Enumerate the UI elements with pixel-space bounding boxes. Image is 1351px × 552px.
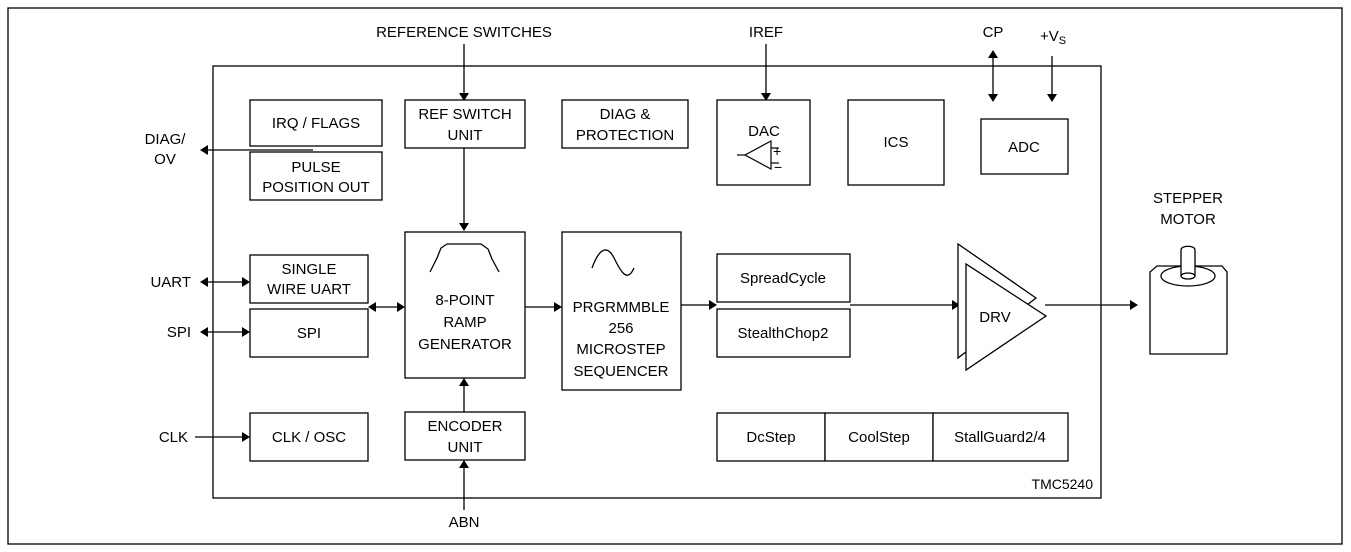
interface-ramp-arrow-left <box>368 302 376 312</box>
dcstep-label: DcStep <box>746 429 795 446</box>
dcstep-block <box>716 412 826 462</box>
single-wire-uart-block <box>249 254 369 304</box>
spi-arrow-left <box>200 327 208 337</box>
coolstep-label: CoolStep <box>848 429 910 446</box>
stallguard-label: StallGuard2/4 <box>954 429 1046 446</box>
drv-label: DRV <box>979 309 1010 326</box>
spreadcycle-block <box>716 253 851 303</box>
drv-front-triangle <box>965 262 1048 372</box>
encoder-unit-block <box>404 411 526 461</box>
sequencer-label-1: PRGRMMBLE <box>573 299 670 316</box>
spi-label: SPI <box>167 324 191 341</box>
vs-label: +VS <box>1040 28 1066 47</box>
encoder-unit-label-1: ENCODER <box>427 418 502 435</box>
dac-plus-sign: + <box>773 143 781 159</box>
adc-label: ADC <box>1008 139 1040 156</box>
clk-arrowhead <box>242 432 250 442</box>
vs-arrow-down <box>1047 94 1057 102</box>
cp-arrow-down <box>988 94 998 102</box>
ics-block <box>847 99 945 186</box>
dac-block <box>716 99 811 186</box>
sine-wave-icon <box>591 249 635 276</box>
refswitch-ramp-arrowhead <box>459 223 469 231</box>
sequencer-label-3: MICROSTEP <box>576 341 665 358</box>
adc-block <box>980 118 1069 175</box>
stepper-motor-icon <box>1149 245 1228 355</box>
iref-arrowhead <box>761 93 771 101</box>
microstep-sequencer-block <box>561 231 682 391</box>
ref-switch-block <box>404 99 526 149</box>
stepper-motor-label-1: STEPPER <box>1153 190 1223 207</box>
ramp-profile-icon <box>429 243 500 273</box>
ref-switch-label-1: REF SWITCH <box>418 106 511 123</box>
diag-protection-block <box>561 99 689 149</box>
stealthchop-block <box>716 308 851 358</box>
clk-label: CLK <box>159 429 188 446</box>
chopper-drv-arrowhead <box>952 300 960 310</box>
ramp-generator-label-3: GENERATOR <box>418 336 512 353</box>
seq-chopper-arrowhead <box>709 300 717 310</box>
diag-protection-label-2: PROTECTION <box>576 127 674 144</box>
pulse-position-label-1: PULSE <box>291 159 340 176</box>
sequencer-label-2: 256 <box>608 320 633 337</box>
sequencer-label-4: SEQUENCER <box>573 363 668 380</box>
uart-arrow-right <box>242 277 250 287</box>
iref-label: IREF <box>749 24 783 41</box>
reference-switches-label: REFERENCE SWITCHES <box>376 24 552 41</box>
diag-protection-label-1: DIAG & <box>600 106 651 123</box>
irq-flags-block <box>249 99 383 147</box>
dac-minus-sign: − <box>774 159 782 175</box>
pulse-position-label-2: POSITION OUT <box>262 179 370 196</box>
coolstep-block <box>824 412 934 462</box>
single-wire-uart-label-2: WIRE UART <box>267 281 351 298</box>
diag-arrowhead <box>200 145 208 155</box>
pulse-position-block <box>249 151 383 201</box>
uart-arrow-left <box>200 277 208 287</box>
encoder-unit-label-2: UNIT <box>448 439 483 456</box>
ramp-generator-label-2: RAMP <box>443 314 486 331</box>
outer-border <box>7 7 1343 545</box>
drv-motor-arrowhead <box>1130 300 1138 310</box>
opamp-icon <box>737 139 779 171</box>
cp-label: CP <box>983 24 1004 41</box>
clk-osc-label: CLK / OSC <box>272 429 346 446</box>
chip-name-label: TMC5240 <box>1032 476 1094 492</box>
abn-label: ABN <box>449 514 480 531</box>
diag-ov-label-2: OV <box>154 151 176 168</box>
ref-switch-label-2: UNIT <box>448 127 483 144</box>
spreadcycle-label: SpreadCycle <box>740 270 826 287</box>
interface-ramp-arrow-right <box>397 302 405 312</box>
vs-label-main: +V <box>1040 28 1059 45</box>
single-wire-uart-label-1: SINGLE <box>281 261 336 278</box>
spi-block-label: SPI <box>297 325 321 342</box>
stepper-motor-label-2: MOTOR <box>1160 211 1216 228</box>
encoder-ramp-arrowhead <box>459 378 469 386</box>
stallguard-block <box>932 412 1069 462</box>
spi-arrow-right <box>242 327 250 337</box>
ref-switch-arrowhead <box>459 93 469 101</box>
dac-label: DAC <box>748 123 780 140</box>
abn-arrowhead <box>459 460 469 468</box>
uart-label: UART <box>150 274 191 291</box>
cp-arrow-up <box>988 50 998 58</box>
ramp-generator-label-1: 8-POINT <box>435 292 494 309</box>
irq-flags-label: IRQ / FLAGS <box>272 115 360 132</box>
spi-block <box>249 308 369 358</box>
ramp-seq-arrowhead <box>554 302 562 312</box>
ramp-generator-block <box>404 231 526 379</box>
stealthchop-label: StealthChop2 <box>738 325 829 342</box>
clk-osc-block <box>249 412 369 462</box>
ics-label: ICS <box>883 134 908 151</box>
vs-label-subscript: S <box>1059 35 1066 47</box>
diag-ov-label-1: DIAG/ <box>145 131 187 148</box>
